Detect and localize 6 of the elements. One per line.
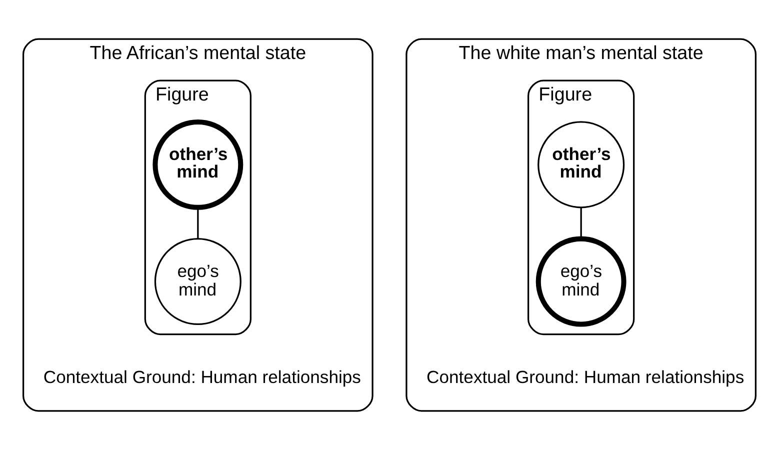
connector	[580, 208, 582, 239]
node-circle: ego’s mind	[536, 236, 626, 327]
node-circle: other’s mind	[538, 121, 625, 208]
node-circle: other’s mind	[152, 119, 244, 210]
node-circle: ego’s mind	[154, 238, 242, 326]
connector	[197, 208, 199, 239]
